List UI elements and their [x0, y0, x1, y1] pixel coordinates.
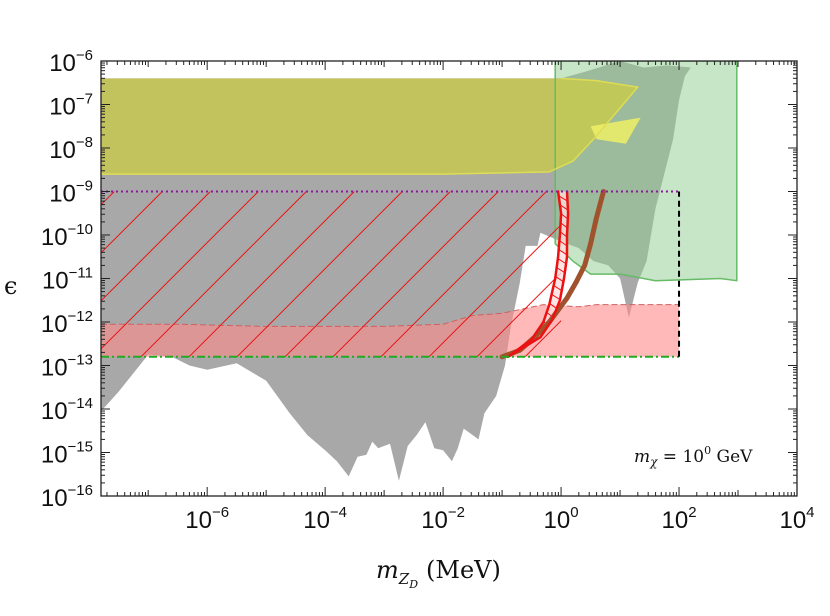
- x-tick-label: 10−2: [421, 504, 465, 534]
- lines-group: [101, 189, 681, 360]
- hatch-line: [236, 191, 403, 357]
- hatch-line: [380, 191, 547, 357]
- y-tick-label: 10−7: [49, 91, 93, 121]
- x-tick-label: 10−6: [185, 504, 229, 534]
- hatch-line: [101, 191, 211, 302]
- y-tick-label: 10−8: [49, 134, 93, 164]
- region-yellow-excluded: [101, 78, 638, 175]
- red-band-hatch: [553, 284, 562, 292]
- red-band-hatch: [557, 258, 567, 265]
- red-band-hatch: [556, 267, 566, 274]
- red-band-hatch: [549, 302, 557, 309]
- region-pink-projection: [101, 304, 679, 357]
- x-tick-label: 102: [662, 504, 697, 534]
- x-tick-label: 10−4: [303, 504, 347, 534]
- hatch-line: [524, 320, 562, 357]
- y-tick-label: 10−6: [49, 47, 93, 77]
- pink-upper-edge: [101, 304, 679, 327]
- hatch-line: [188, 191, 355, 357]
- series-red-left: [506, 190, 563, 359]
- hatch-line: [101, 191, 259, 350]
- y-tick-label: 10−12: [41, 308, 93, 338]
- y-tick-label: 10−11: [42, 265, 93, 295]
- plot-frame: [100, 60, 798, 497]
- ticks-group: [101, 61, 797, 497]
- regions-group: [101, 61, 738, 481]
- x-tick-label: 104: [779, 504, 814, 534]
- series-red-right: [506, 190, 570, 359]
- hatch-line: [140, 191, 307, 357]
- red-band-hatch: [558, 195, 568, 202]
- red-band-hatch: [551, 293, 561, 301]
- y-tick-label: 10−15: [41, 439, 93, 469]
- x-axis-title: mZD(MeV): [376, 556, 501, 591]
- red-band-hatch: [555, 276, 564, 283]
- annotation-label: mχ = 100 GeV: [634, 444, 753, 469]
- x-tick-label: 100: [544, 504, 579, 534]
- y-tick-label: 10−14: [41, 395, 93, 425]
- y-tick-label: 10−10: [41, 221, 93, 251]
- hatch-line: [428, 224, 562, 357]
- hatch-line: [284, 191, 451, 357]
- y-axis-title: ϵ: [4, 272, 17, 300]
- y-tick-label: 10−16: [41, 482, 93, 512]
- red-band-hatch: [559, 240, 568, 247]
- tick-labels-group: 10−6 10−4 10−2 100 102 104 10−6 10−7 10−8 10−9 10−…: [41, 47, 815, 534]
- y-tick-label: 10−9: [49, 178, 93, 208]
- hatch-line: [101, 191, 163, 254]
- red-band-hatch: [558, 249, 568, 256]
- region-yellow-spot: [590, 117, 641, 144]
- y-tick-label: 10−13: [41, 352, 93, 382]
- hatch-line: [332, 191, 499, 357]
- hatch-line: [813, 192, 830, 357]
- yellow-edge: [101, 77, 640, 175]
